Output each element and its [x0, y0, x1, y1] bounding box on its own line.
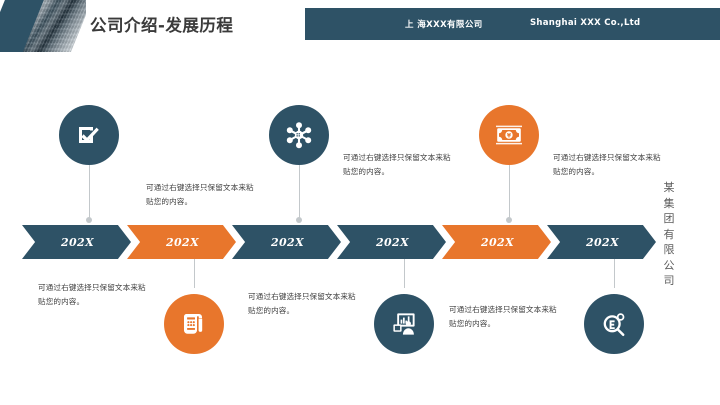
- header-company-bar: 上 海XXX有限公司 Shanghai XXX Co.,Ltd: [305, 8, 720, 40]
- timeline-arrow-1[interactable]: 202X: [22, 225, 131, 259]
- money-banknote-icon: ¥: [496, 125, 522, 145]
- connector-dot-3: [296, 217, 302, 223]
- timeline-arrow-4[interactable]: 202X: [337, 225, 446, 259]
- connector-line-3: [299, 165, 300, 219]
- header-company-name-en: Shanghai XXX Co.,Ltd: [530, 18, 641, 28]
- vertical-brand-char: 有: [663, 227, 675, 241]
- vertical-brand-char: 集: [663, 196, 675, 210]
- checkbox-check-icon: [76, 122, 102, 148]
- presentation-person-icon: [391, 311, 417, 337]
- vertical-brand-char: 司: [663, 274, 675, 287]
- vertical-brand-char: 某: [663, 181, 675, 194]
- milestone-caption-3: 可通过右键选择只保留文本来粘贴您的内容。: [248, 292, 356, 315]
- milestone-circle-5[interactable]: ¥: [479, 105, 539, 165]
- milestone-caption-5: 可通过右键选择只保留文本来粘贴您的内容。: [449, 305, 557, 328]
- timeline-year-label-6: 202X: [585, 235, 620, 249]
- milestone-caption-6: 可通过右键选择只保留文本来粘贴您的内容。: [553, 153, 661, 176]
- timeline-arrow-row: 202X 202X 202X 202X 202X 202X: [22, 225, 656, 259]
- timeline-year-label-1: 202X: [60, 235, 95, 249]
- connector-line-1: [89, 165, 90, 219]
- connector-line-6: [614, 246, 615, 288]
- milestone-circle-3[interactable]: [269, 105, 329, 165]
- timeline-arrow-6[interactable]: 202X: [547, 225, 656, 259]
- scroll-document-icon: [181, 311, 207, 337]
- timeline-arrow-2[interactable]: 202X: [127, 225, 236, 259]
- timeline-arrow-5[interactable]: 202X: [442, 225, 551, 259]
- milestone-circle-1[interactable]: [59, 105, 119, 165]
- vertical-brand-char: 公: [663, 258, 675, 272]
- connector-dot-1: [86, 217, 92, 223]
- connector-line-4: [404, 246, 405, 288]
- milestone-circle-4[interactable]: [374, 294, 434, 354]
- vertical-brand-text: 某 集 团 有 限 公 司: [661, 180, 677, 289]
- molecule-network-icon: [285, 121, 313, 149]
- milestone-caption-4: 可通过右键选择只保留文本来粘贴您的内容。: [343, 153, 451, 176]
- company-logo: [0, 0, 86, 52]
- milestone-circle-6[interactable]: [584, 294, 644, 354]
- milestone-caption-2: 可通过右键选择只保留文本来粘贴您的内容。: [146, 183, 254, 206]
- timeline-arrow-3[interactable]: 202X: [232, 225, 341, 259]
- connector-line-5: [509, 165, 510, 219]
- search-magnifier-icon: [601, 311, 628, 338]
- timeline-year-label-2: 202X: [165, 235, 200, 249]
- header-company-name-cn: 上 海XXX有限公司: [405, 20, 483, 30]
- page-title: 公司介绍-发展历程: [90, 16, 234, 35]
- timeline-year-label-5: 202X: [480, 235, 515, 249]
- milestone-caption-1: 可通过右键选择只保留文本来粘贴您的内容。: [38, 283, 146, 306]
- connector-dot-5: [506, 217, 512, 223]
- svg-text:¥: ¥: [507, 133, 512, 140]
- milestone-circle-2[interactable]: [164, 294, 224, 354]
- vertical-brand-char: 限: [663, 243, 675, 256]
- vertical-brand-char: 团: [663, 212, 675, 225]
- connector-line-2: [194, 246, 195, 288]
- timeline-year-label-4: 202X: [375, 235, 410, 249]
- timeline-year-label-3: 202X: [270, 235, 305, 249]
